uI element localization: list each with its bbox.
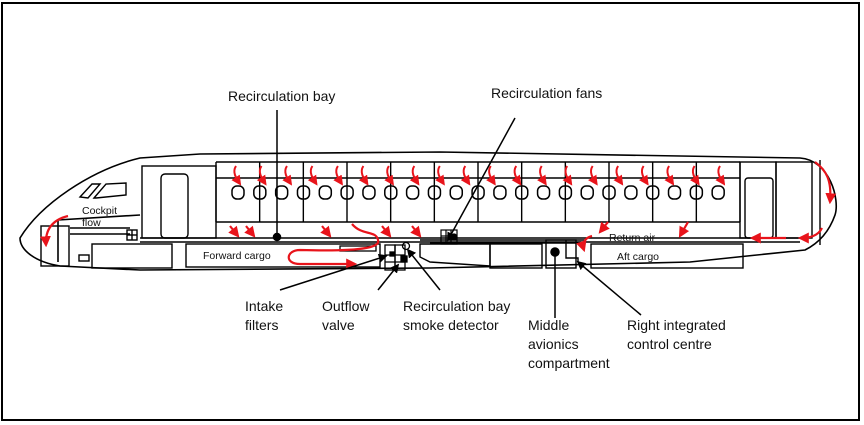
cabin-window bbox=[274, 185, 289, 200]
cabin-window bbox=[624, 185, 638, 200]
cockpit-flow-label: Cockpit bbox=[82, 205, 117, 217]
intake-filters-label-2: filters bbox=[245, 317, 278, 333]
return-air-label: Return air bbox=[609, 232, 656, 244]
intake-filters-label: Intake bbox=[245, 298, 283, 314]
callout-leaders bbox=[272, 110, 642, 318]
cabin-window bbox=[427, 185, 442, 200]
outflow-valve-leader bbox=[377, 263, 400, 291]
middle-avionics-label: Middle bbox=[528, 317, 569, 333]
cabin-window bbox=[384, 185, 398, 200]
overhead-airflow-arrow bbox=[256, 165, 267, 186]
overhead-airflow-arrow bbox=[715, 165, 726, 186]
smoke-detector-label-2: smoke detector bbox=[403, 317, 499, 333]
overhead-airflow-arrow bbox=[486, 165, 496, 186]
overhead-airflow-arrow bbox=[282, 165, 293, 186]
cockpit-windows bbox=[78, 182, 127, 199]
cabin-window bbox=[667, 185, 682, 200]
recirculation-bay-label: Recirculation bay bbox=[228, 88, 335, 104]
airflow-arrows bbox=[39, 161, 837, 270]
forward-cargo-label: Forward cargo bbox=[203, 250, 271, 262]
right-icc-box bbox=[565, 240, 579, 262]
overhead-airflow-arrows bbox=[231, 165, 726, 186]
aft-cargo-hold bbox=[590, 243, 744, 269]
cabin-window bbox=[449, 185, 464, 200]
cabin-window bbox=[318, 185, 333, 200]
aft-galley bbox=[739, 160, 821, 245]
smoke-detector-leader bbox=[406, 248, 441, 291]
aft-flow-arrow bbox=[814, 161, 837, 205]
cabin-window bbox=[296, 185, 311, 200]
forward-galley bbox=[141, 165, 217, 239]
recirculation-fans-label: Recirculation fans bbox=[491, 85, 602, 101]
right-icc-label: Right integrated bbox=[627, 317, 726, 333]
recirculation-loop-arrow bbox=[287, 223, 380, 270]
overhead-airflow-arrow bbox=[511, 165, 522, 186]
cabin-window bbox=[645, 185, 660, 200]
middle-avionics-compartment-box bbox=[545, 239, 577, 269]
cabin-window bbox=[580, 185, 594, 200]
right-icc-label-2: control centre bbox=[627, 336, 712, 352]
cabin-window bbox=[514, 185, 529, 200]
recirculation-fans-leader bbox=[447, 117, 516, 242]
aft-cargo-label: Aft cargo bbox=[617, 251, 659, 263]
cabin-window bbox=[689, 185, 704, 200]
center-wing-box bbox=[419, 243, 491, 267]
aft-avionics-block bbox=[489, 243, 543, 269]
cockpit-flow-label-2: flow bbox=[82, 217, 101, 229]
overhead-airflow-arrow bbox=[333, 165, 344, 186]
overhead-airflow-arrow bbox=[588, 165, 598, 186]
intake-filters-leader bbox=[279, 253, 388, 291]
smoke-detector-label: Recirculation bay bbox=[403, 298, 510, 314]
overhead-airflow-arrow bbox=[231, 165, 242, 186]
cockpit-structure bbox=[40, 225, 173, 269]
right-icc-leader bbox=[576, 260, 642, 316]
overhead-airflow-arrow bbox=[435, 165, 445, 186]
cabin-window bbox=[362, 185, 376, 200]
cabin-window bbox=[602, 185, 616, 200]
cabin-window bbox=[536, 185, 551, 200]
middle-avionics-dot bbox=[550, 247, 560, 257]
cabin-window bbox=[711, 185, 725, 200]
overhead-airflow-arrow bbox=[460, 165, 471, 186]
outflow-valve-label: Outflow bbox=[322, 298, 370, 314]
overhead-airflow-arrow bbox=[613, 165, 624, 186]
cabin-window bbox=[340, 185, 354, 200]
middle-avionics-label-2: avionics bbox=[528, 336, 579, 352]
overhead-airflow-arrow bbox=[537, 165, 547, 186]
outflow-valve-label-2: valve bbox=[322, 317, 355, 333]
overhead-airflow-arrow bbox=[664, 165, 675, 186]
overhead-airflow-arrow bbox=[358, 165, 369, 186]
overhead-airflow-arrow bbox=[562, 165, 573, 186]
cabin-window bbox=[253, 185, 267, 200]
overhead-airflow-arrow bbox=[689, 165, 700, 186]
overhead-airflow-arrow bbox=[409, 165, 420, 186]
cabin-section bbox=[140, 161, 800, 243]
overhead-airflow-arrow bbox=[638, 165, 649, 186]
cockpit-flow-arrow bbox=[39, 214, 69, 248]
overhead-airflow-arrow bbox=[384, 165, 394, 186]
recirculation-bay-dot bbox=[272, 232, 282, 242]
cabin-window bbox=[231, 185, 245, 200]
middle-avionics-label-3: compartment bbox=[528, 355, 610, 371]
cabin-window bbox=[493, 185, 507, 200]
overhead-bins bbox=[215, 162, 741, 222]
overhead-airflow-arrow bbox=[307, 165, 318, 186]
cabin-window bbox=[558, 185, 573, 200]
cabin-window bbox=[405, 185, 420, 200]
